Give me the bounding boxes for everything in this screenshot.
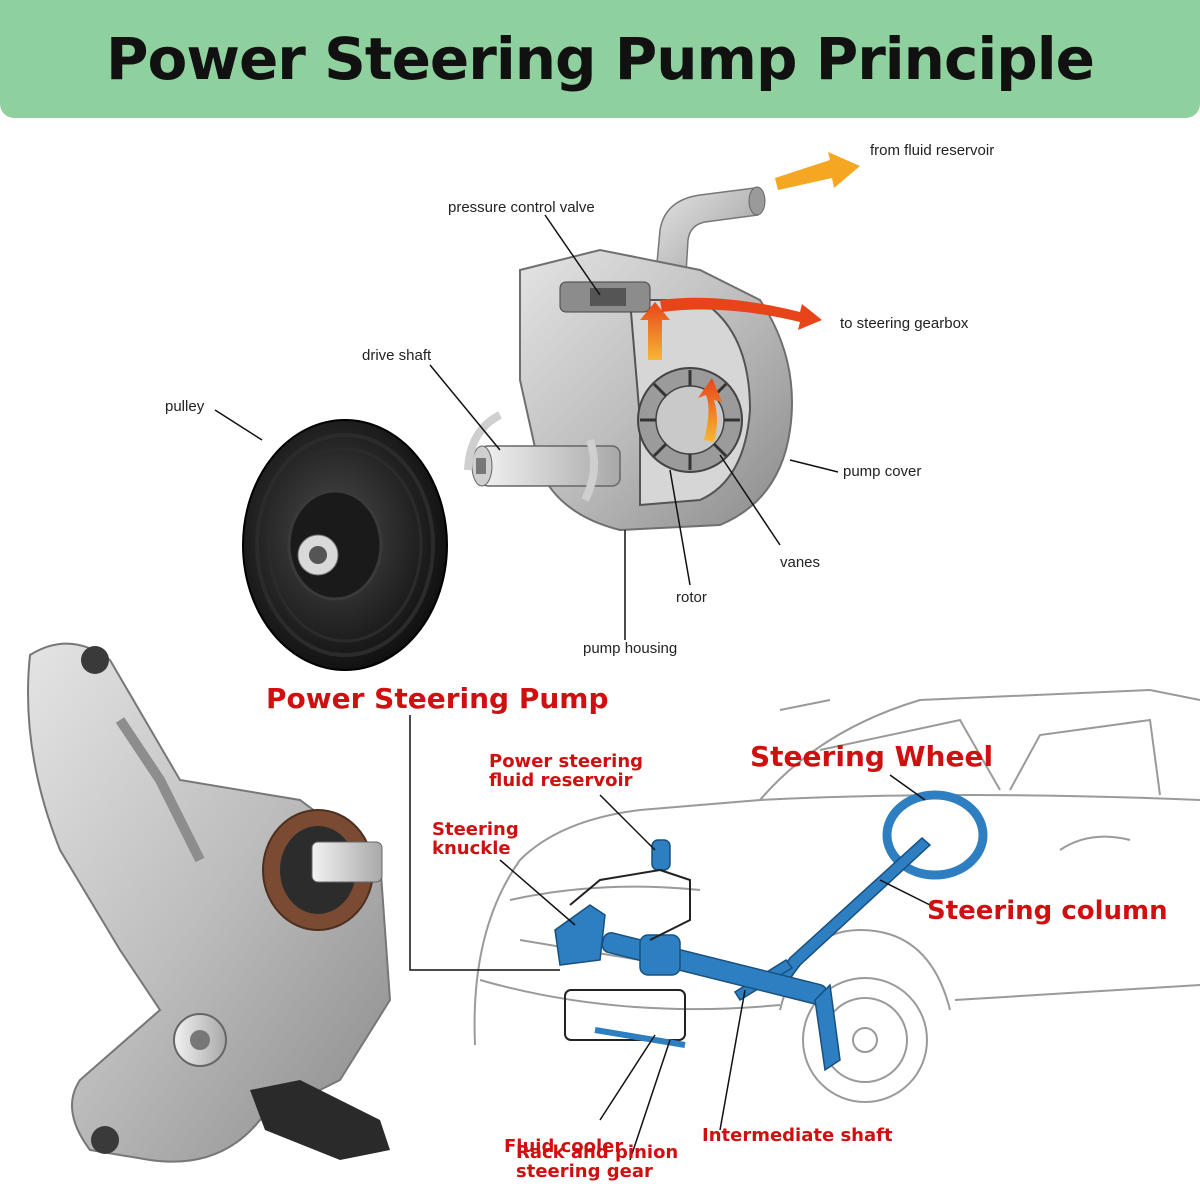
label-pump-cover: pump cover	[843, 463, 922, 480]
label-rack-line1: Rack and pinion	[516, 1142, 679, 1163]
label-rack-line2: steering gear	[516, 1161, 653, 1182]
diagram-artwork	[27, 152, 1200, 1163]
pump-leader-lines	[214, 214, 839, 640]
label-knuckle-line1: Steering	[432, 819, 519, 840]
label-knuckle-line2: knuckle	[432, 838, 511, 859]
label-reservoir-line1: Power steering	[489, 751, 644, 772]
label-to-steering-gearbox: to steering gearbox	[840, 315, 969, 332]
title-banner: Power Steering Pump Principle	[0, 0, 1200, 118]
label-power-steering-pump: Power Steering Pump	[266, 682, 609, 715]
page-title: Power Steering Pump Principle	[106, 25, 1095, 93]
fluid-lines	[564, 869, 691, 1048]
car-leader-lines	[409, 715, 931, 1161]
label-reservoir-line2: fluid reservoir	[489, 770, 633, 791]
label-pulley: pulley	[165, 398, 205, 415]
pulley-illustration	[242, 419, 448, 671]
steering-system	[554, 790, 988, 1072]
label-rotor: rotor	[676, 589, 707, 606]
label-vanes: vanes	[780, 554, 821, 571]
label-fluid-cooler: Fluid cooler	[504, 1136, 624, 1157]
label-from-fluid-reservoir: from fluid reservoir	[870, 142, 995, 159]
diagram-stage: from fluid reservoir pressure control va…	[0, 118, 1200, 1200]
label-steering-column: Steering column	[927, 896, 1168, 926]
label-pump-housing: pump housing	[583, 640, 678, 657]
label-intermediate-shaft: Intermediate shaft	[702, 1125, 893, 1146]
label-steering-wheel: Steering Wheel	[750, 740, 994, 773]
pump-product	[27, 642, 392, 1163]
label-drive-shaft: drive shaft	[362, 347, 432, 364]
label-pressure-control-valve: pressure control valve	[448, 199, 595, 216]
